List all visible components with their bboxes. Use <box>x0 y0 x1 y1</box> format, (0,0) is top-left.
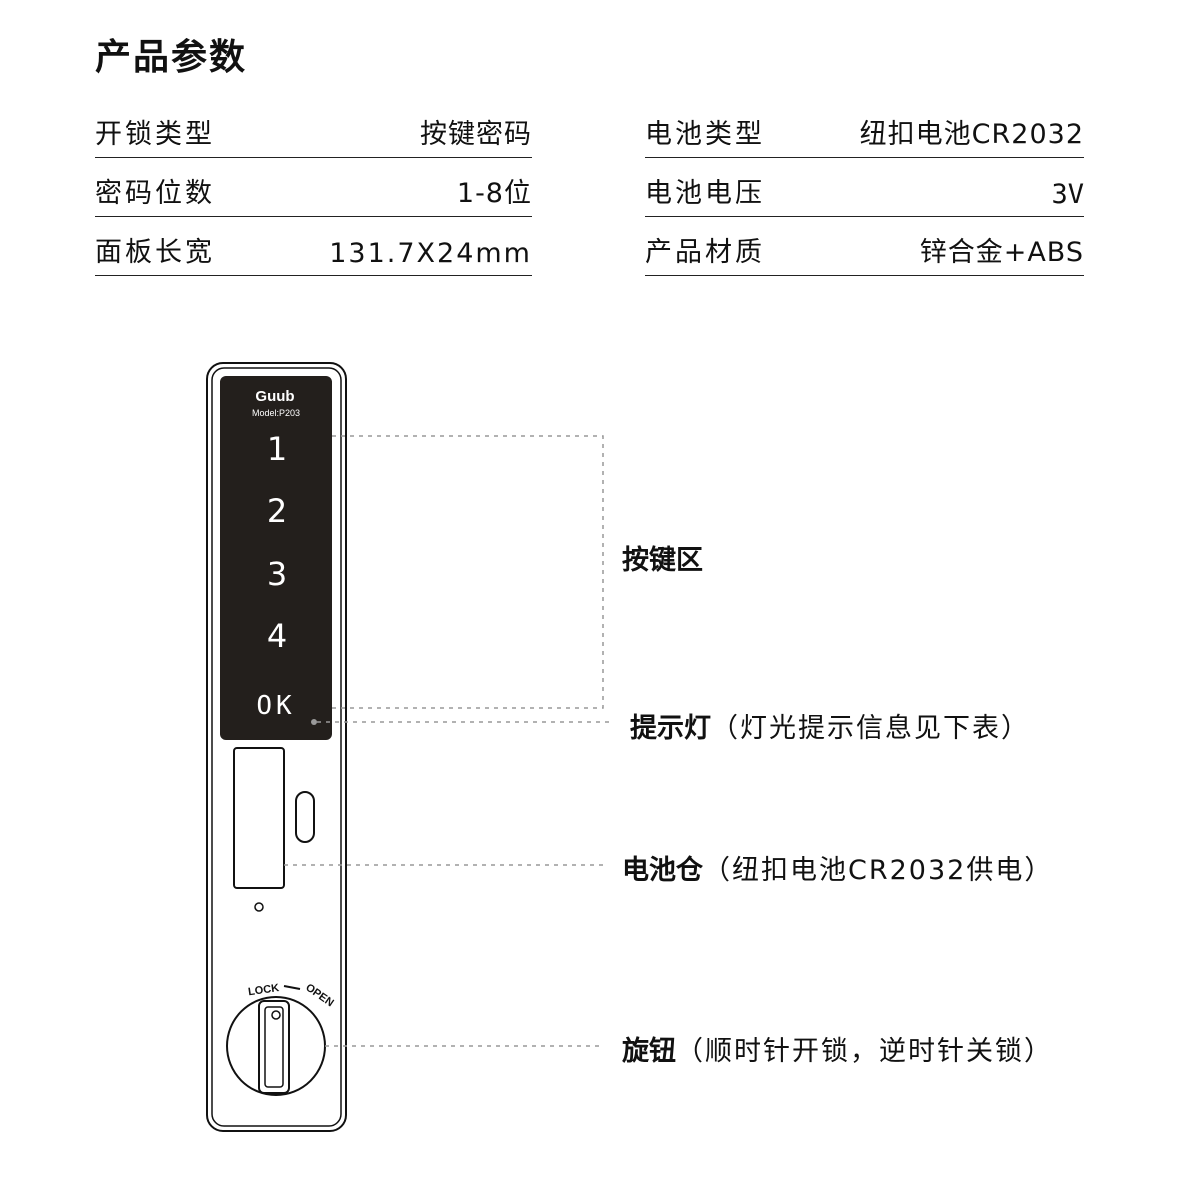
indicator-light <box>311 719 317 725</box>
knob-keyhole <box>271 1010 281 1020</box>
lock-inner-frame <box>211 367 342 1127</box>
lock-outer-frame <box>206 362 347 1132</box>
spec-label: 面板长宽 <box>95 237 215 268</box>
spec-row-battery-voltage: 电池电压 3V <box>645 159 1084 217</box>
reset-hole <box>254 902 264 912</box>
spec-value: 1-8位 <box>456 178 532 209</box>
keypad-panel <box>220 376 332 740</box>
callout-knob-note: （顺时针开锁，逆时针关锁） <box>676 1036 1053 1067</box>
leader-lines <box>284 435 610 1047</box>
callout-indicator: 提示灯（灯光提示信息见下表） <box>630 706 1030 745</box>
battery-compartment <box>233 747 285 889</box>
spec-row-password-digits: 密码位数 1-8位 <box>95 159 532 217</box>
callout-indicator-title: 提示灯 <box>630 713 711 744</box>
keypad-leader <box>330 435 604 709</box>
brand-logo: Guub <box>255 388 294 405</box>
callout-battery-note: （纽扣电池CR2032供电） <box>703 855 1054 886</box>
key-1: 1 <box>267 430 287 468</box>
callout-keypad: 按键区 <box>622 538 703 577</box>
spec-label: 电池类型 <box>645 119 765 150</box>
knob-handle-outer <box>258 1000 290 1094</box>
spec-row-material: 产品材质 锌合金+ABS <box>645 218 1084 276</box>
callout-knob-title: 旋钮 <box>622 1036 676 1067</box>
callout-knob: 旋钮（顺时针开锁，逆时针关锁） <box>622 1029 1053 1068</box>
spec-value: 锌合金+ABS <box>919 237 1084 268</box>
dial-open-label: OPEN <box>303 982 335 1010</box>
spec-value: 按键密码 <box>420 119 532 150</box>
knob-handle-inner <box>264 1006 284 1088</box>
dial-lock-label: LOCK <box>247 982 280 998</box>
page-title: 产品参数 <box>95 37 248 78</box>
spec-row-panel-size: 面板长宽 131.7X24mm <box>95 218 532 276</box>
spec-label: 电池电压 <box>645 178 765 209</box>
key-2: 2 <box>267 492 287 530</box>
key-3: 3 <box>267 555 287 593</box>
spec-label: 密码位数 <box>95 178 215 209</box>
spec-row-unlock-type: 开锁类型 按键密码 <box>95 100 532 158</box>
callout-battery: 电池仓（纽扣电池CR2032供电） <box>622 848 1053 887</box>
spec-value: 3V <box>1051 179 1084 210</box>
spec-label: 开锁类型 <box>95 119 215 150</box>
key-4: 4 <box>267 617 287 655</box>
spec-value: 纽扣电池CR2032 <box>860 112 1084 151</box>
callout-battery-title: 电池仓 <box>622 855 703 886</box>
spec-row-battery-type: 电池类型 纽扣电池CR2032 <box>645 100 1084 158</box>
model-label: Model:P203 <box>252 408 300 418</box>
spec-value-text: 纽扣电池CR2032 <box>859 119 1084 150</box>
dial-connector <box>283 985 301 990</box>
spec-label: 产品材质 <box>645 237 765 268</box>
callout-indicator-note: （灯光提示信息见下表） <box>711 713 1030 744</box>
key-ok: OK <box>256 691 295 721</box>
callout-keypad-title: 按键区 <box>622 545 703 576</box>
spec-value: 131.7X24mm <box>329 238 532 269</box>
side-slot <box>295 791 315 843</box>
